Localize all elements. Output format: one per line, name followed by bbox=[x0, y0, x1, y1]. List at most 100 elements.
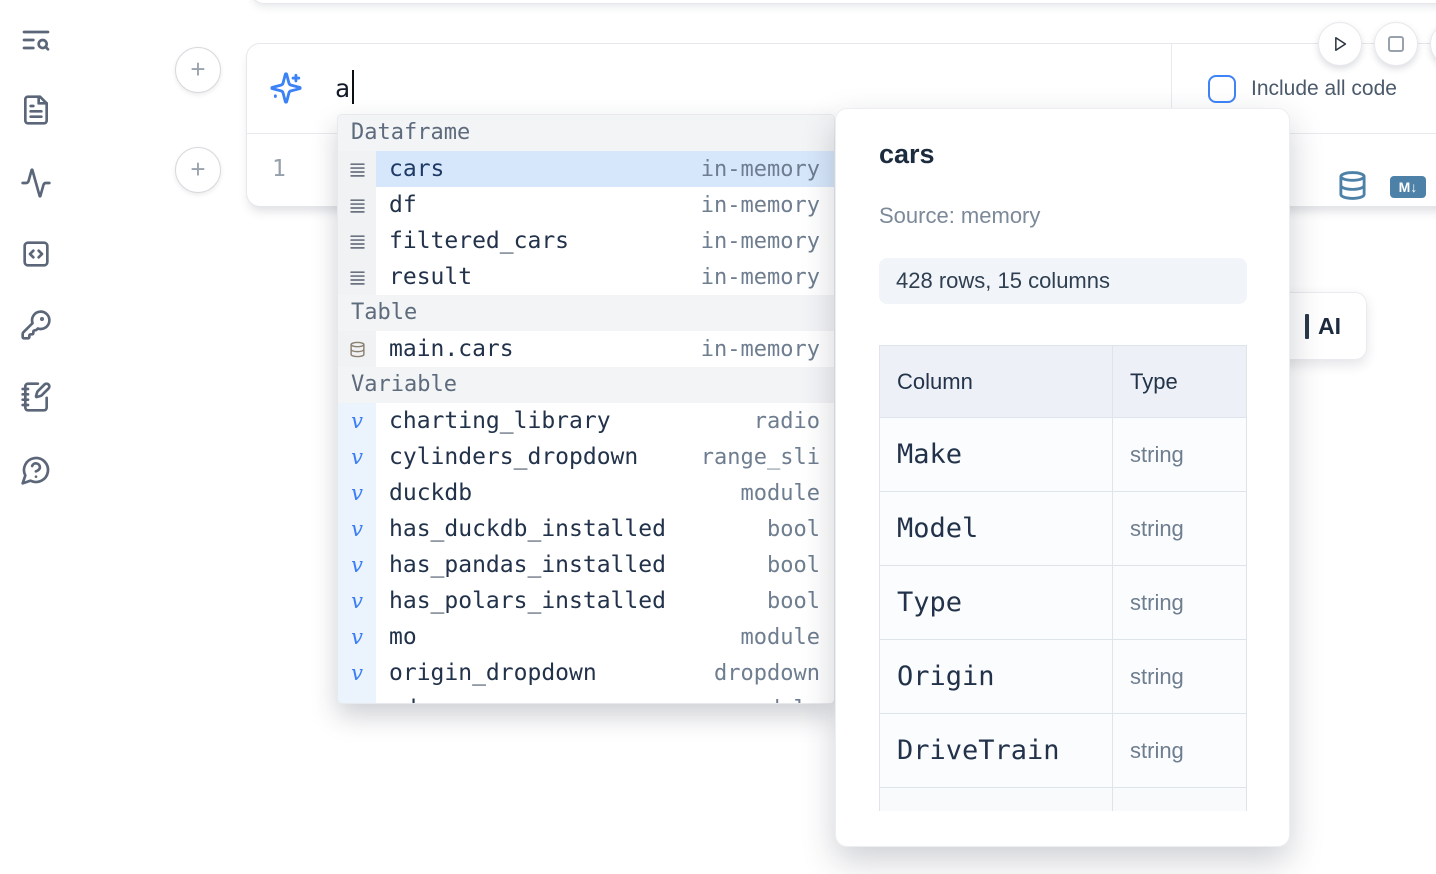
schema-header-row: Column Type bbox=[880, 346, 1246, 418]
item-icon-gutter: v bbox=[338, 511, 376, 547]
variable-icon: v bbox=[351, 661, 363, 685]
table-database-icon bbox=[349, 341, 366, 358]
notebook-pen-icon[interactable] bbox=[20, 381, 52, 413]
preview-source: Source: memory bbox=[879, 203, 1041, 228]
schema-column-name: Origin bbox=[897, 661, 995, 692]
variable-icon: v bbox=[351, 589, 363, 613]
variable-icon: v bbox=[351, 553, 363, 577]
item-name: has_duckdb_installed bbox=[389, 516, 666, 542]
schema-header-type: Type bbox=[1130, 368, 1178, 394]
item-icon-gutter bbox=[338, 151, 376, 187]
item-type: bool bbox=[767, 552, 820, 578]
autocomplete-item[interactable]: main.cars in-memory bbox=[338, 331, 834, 367]
schema-column-type: string bbox=[1130, 515, 1184, 541]
code-editor-row[interactable]: 1 M↓ bbox=[247, 135, 1436, 208]
autocomplete-item[interactable]: v pd module bbox=[338, 691, 834, 704]
item-type: module bbox=[741, 697, 820, 704]
autocomplete-item[interactable]: v has_pandas_installed bool bbox=[338, 547, 834, 583]
item-type: bool bbox=[767, 516, 820, 542]
autocomplete-section-header: Dataframe bbox=[338, 115, 834, 151]
dataframe-icon bbox=[349, 233, 366, 250]
schema-column-type: string bbox=[1130, 663, 1184, 689]
file-text-icon[interactable] bbox=[20, 94, 52, 126]
play-icon bbox=[1335, 37, 1347, 51]
preview-title: cars bbox=[879, 139, 935, 169]
item-type: in-memory bbox=[700, 336, 820, 362]
sidebar bbox=[0, 0, 72, 874]
item-icon-gutter: v bbox=[338, 403, 376, 439]
item-icon-gutter: v bbox=[338, 583, 376, 619]
autocomplete-item[interactable]: v has_duckdb_installed bool bbox=[338, 511, 834, 547]
schema-column-name: DriveTrain bbox=[897, 735, 1060, 766]
autocomplete-item[interactable]: df in-memory bbox=[338, 187, 834, 223]
markdown-icon[interactable]: M↓ bbox=[1390, 176, 1426, 198]
dataframe-icon bbox=[349, 197, 366, 214]
ai-button-clipped-text bbox=[1305, 313, 1309, 339]
include-all-code-zone: Include all code bbox=[1171, 44, 1436, 134]
help-bubble-icon[interactable] bbox=[20, 454, 52, 486]
activity-icon[interactable] bbox=[20, 167, 52, 199]
item-name: df bbox=[389, 192, 417, 218]
item-type: bool bbox=[767, 588, 820, 614]
variable-icon: v bbox=[351, 445, 363, 469]
previous-cell bbox=[250, 0, 1436, 4]
add-cell-below-button[interactable]: + bbox=[175, 147, 221, 193]
ai-prompt-input[interactable]: a bbox=[335, 74, 351, 103]
item-type: in-memory bbox=[700, 264, 820, 290]
run-cell-button[interactable] bbox=[1318, 22, 1362, 66]
autocomplete-item[interactable]: filtered_cars in-memory bbox=[338, 223, 834, 259]
stop-icon bbox=[1388, 36, 1404, 52]
schema-column-name: Type bbox=[897, 587, 963, 618]
item-type: in-memory bbox=[700, 192, 820, 218]
variable-icon: v bbox=[351, 409, 363, 433]
dataframe-icon bbox=[349, 269, 366, 286]
autocomplete-item[interactable]: v charting_library radio bbox=[338, 403, 834, 439]
preview-shape-badge: 428 rows, 15 columns bbox=[879, 258, 1247, 304]
item-type: radio bbox=[753, 408, 820, 434]
text-search-icon[interactable] bbox=[20, 24, 52, 56]
add-cell-above-button[interactable]: + bbox=[175, 47, 221, 93]
include-all-code-checkbox[interactable] bbox=[1208, 75, 1236, 103]
key-icon[interactable] bbox=[20, 309, 52, 341]
item-name: main.cars bbox=[389, 336, 514, 362]
item-name: charting_library bbox=[389, 408, 611, 434]
item-name: filtered_cars bbox=[389, 228, 570, 254]
item-name: origin_dropdown bbox=[389, 660, 597, 686]
item-name: has_pandas_installed bbox=[389, 552, 666, 578]
autocomplete-section-header: Variable bbox=[338, 367, 834, 403]
item-name: result bbox=[389, 264, 473, 290]
schema-row-clipped bbox=[880, 788, 1246, 811]
stop-cell-button[interactable] bbox=[1374, 22, 1418, 66]
item-type: module bbox=[740, 480, 820, 506]
item-name: duckdb bbox=[389, 480, 473, 506]
schema-column-type: string bbox=[1130, 589, 1184, 615]
item-icon-gutter bbox=[338, 331, 376, 367]
text-cursor bbox=[352, 70, 354, 104]
variable-icon: v bbox=[351, 697, 363, 703]
autocomplete-item[interactable]: result in-memory bbox=[338, 259, 834, 295]
line-number: 1 bbox=[272, 156, 286, 182]
include-all-code-label: Include all code bbox=[1251, 77, 1397, 100]
schema-header-column: Column bbox=[897, 368, 973, 394]
ai-button-label: AI bbox=[1318, 312, 1341, 339]
item-name: pd bbox=[389, 696, 417, 703]
item-icon-gutter bbox=[338, 187, 376, 223]
schema-column-name: Make bbox=[897, 439, 963, 470]
autocomplete-section-header: Table bbox=[338, 295, 834, 331]
variable-icon: v bbox=[351, 517, 363, 541]
code-square-icon[interactable] bbox=[20, 238, 52, 270]
item-type: in-memory bbox=[700, 228, 820, 254]
schema-row: Origin string bbox=[880, 640, 1246, 714]
database-icon[interactable] bbox=[1337, 170, 1368, 201]
